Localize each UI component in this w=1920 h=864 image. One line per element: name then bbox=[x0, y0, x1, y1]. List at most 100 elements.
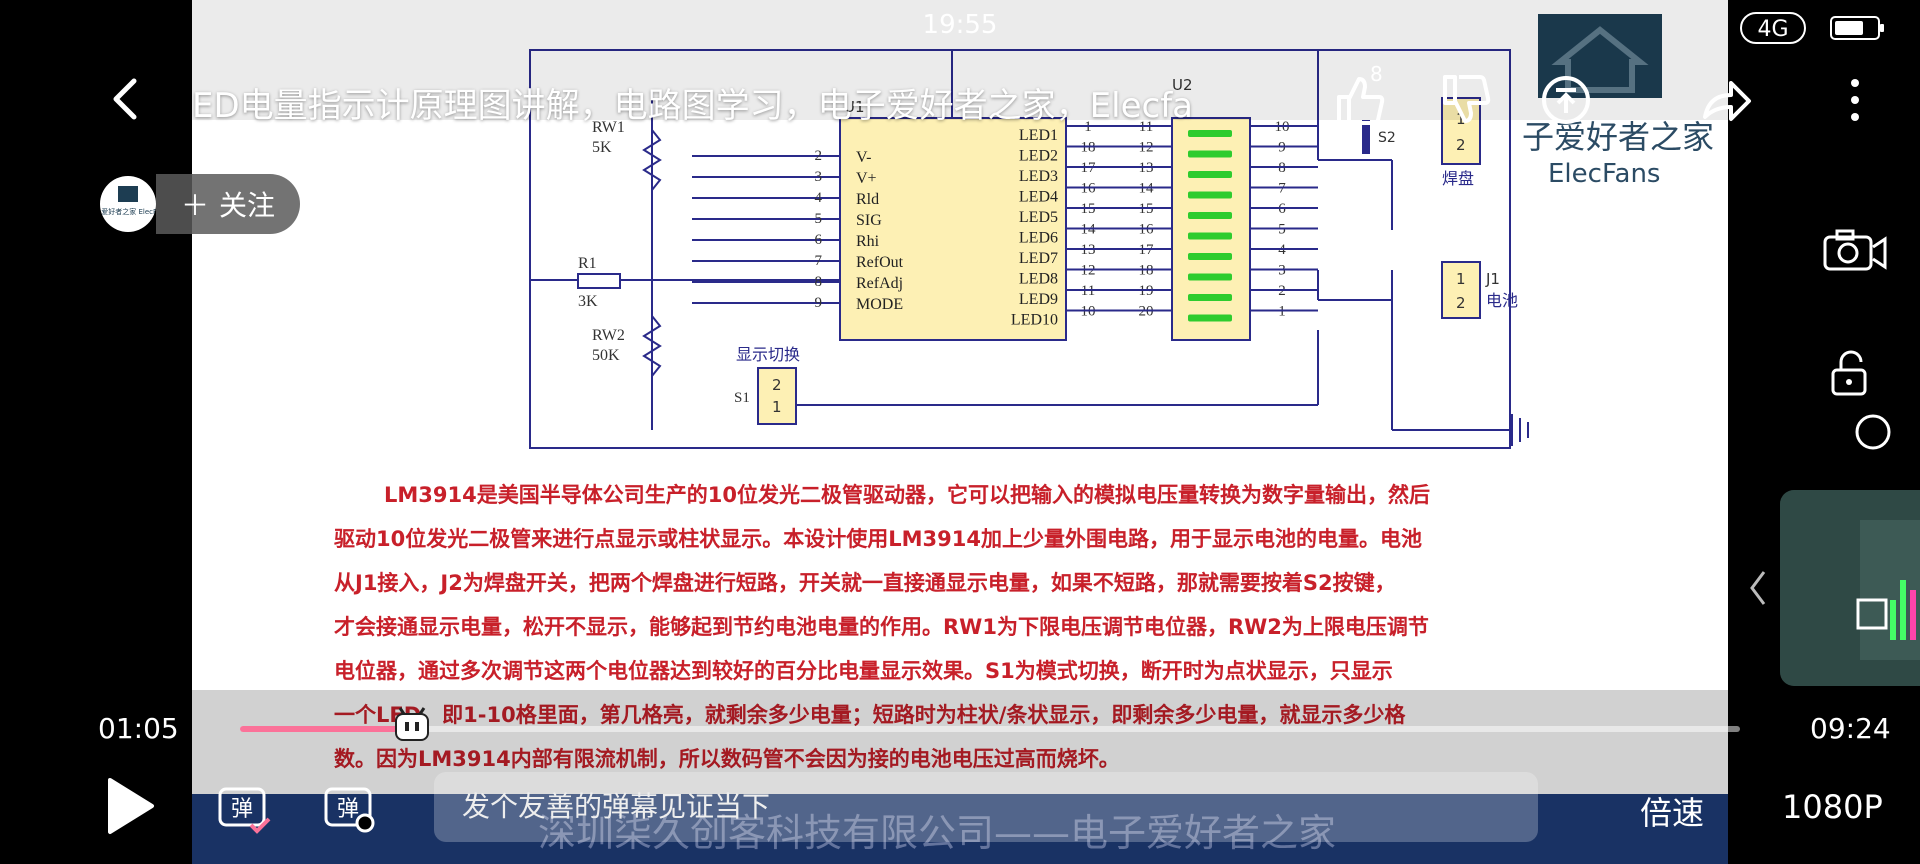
current-time: 01:05 bbox=[98, 712, 179, 745]
recommendation-thumbnail[interactable] bbox=[1780, 490, 1920, 686]
bar-led-segment bbox=[1188, 130, 1232, 137]
bar-led-segment bbox=[1188, 294, 1232, 301]
ic-pin-number: 3 bbox=[815, 169, 823, 185]
danmaku-settings-icon[interactable]: 弹 bbox=[322, 780, 378, 836]
battery-label: 电池 bbox=[1486, 291, 1518, 310]
network-indicator: 4G bbox=[1740, 12, 1806, 44]
ic-led-label: LED10 bbox=[1011, 312, 1058, 329]
bar-led-segment bbox=[1188, 212, 1232, 219]
ic-pin-number: 6 bbox=[815, 232, 823, 248]
ic-pin-name: SIG bbox=[856, 212, 882, 229]
bar-led-segment bbox=[1188, 232, 1232, 240]
caption-line: 电位器，通过多次调节这两个电位器达到较好的百分比电量显示效果。S1为模式切换，断… bbox=[334, 659, 1393, 683]
lock-icon[interactable] bbox=[1826, 348, 1872, 400]
video-title: ED电量指示计原理图讲解，电路图学习，电子爱好者之家，Elecfa bbox=[192, 86, 1194, 126]
progress-thumb-icon[interactable] bbox=[392, 706, 432, 744]
ic-pin-number: 8 bbox=[815, 274, 823, 290]
screenshot-icon[interactable] bbox=[1820, 224, 1890, 278]
caption-line: LM3914是美国半导体公司生产的10位发光二极管驱动器，它可以把输入的模拟电压… bbox=[384, 483, 1430, 507]
ic-led-label: LED7 bbox=[1019, 250, 1058, 267]
ground-icon bbox=[1511, 414, 1529, 446]
ic-led-label: LED6 bbox=[1019, 230, 1058, 247]
button-s2-label: S2 bbox=[1378, 130, 1396, 146]
r1-label: R1 bbox=[578, 255, 597, 272]
ic-label: U1 bbox=[844, 98, 865, 116]
play-icon[interactable] bbox=[100, 774, 160, 838]
r1-value: 3K bbox=[578, 293, 598, 310]
home-circle-icon[interactable] bbox=[1853, 412, 1893, 452]
battery-icon bbox=[1830, 16, 1884, 40]
battery-pin-1: 1 bbox=[1456, 270, 1466, 288]
display-label: U2 bbox=[1172, 76, 1193, 94]
follow-label: 关注 bbox=[219, 189, 276, 222]
rw1-label: RW1 bbox=[592, 119, 625, 136]
ic-led-label: LED3 bbox=[1019, 168, 1058, 185]
brand-en: ElecFans bbox=[1548, 159, 1660, 189]
battery-connector bbox=[1441, 261, 1481, 319]
danmaku-toggle-icon[interactable]: 弹 bbox=[216, 780, 272, 836]
uploader-avatar[interactable]: 电子爱好者之家 ElecFans bbox=[100, 176, 156, 232]
ic-pin-number: 5 bbox=[815, 211, 823, 227]
square-icon[interactable] bbox=[1853, 594, 1891, 634]
caption-line: 从J1接入，J2为焊盘开关，把两个焊盘进行短路，开关就一直接通显示电量，如果不短… bbox=[334, 571, 1396, 595]
bar-led-segment bbox=[1188, 253, 1232, 260]
ic-pin-number: 4 bbox=[815, 190, 823, 206]
like-count: 8 bbox=[1370, 62, 1383, 86]
caption-line: 一个LED，即1-10格里面，第几格亮，就剩余多少电量；短路时为柱状/条状显示，… bbox=[334, 703, 1406, 727]
ic-pin-name: Rhi bbox=[856, 233, 880, 250]
lm3914-ic bbox=[839, 117, 1067, 341]
progress-bar[interactable] bbox=[240, 726, 1740, 732]
ic-pin-name: RefOut bbox=[856, 254, 904, 271]
bar-led-segment bbox=[1188, 314, 1232, 322]
ic-led-label: LED5 bbox=[1019, 209, 1058, 226]
coin-icon[interactable] bbox=[1536, 70, 1596, 130]
ic-led-label: LED8 bbox=[1019, 271, 1058, 288]
chevron-left-icon[interactable] bbox=[1744, 566, 1772, 610]
rw2-value: 50K bbox=[592, 347, 620, 364]
danmaku-input[interactable]: 发个友善的弹幕见证当下 bbox=[434, 772, 1538, 842]
uploader-avatar-text: 电子爱好者之家 ElecFans bbox=[100, 207, 156, 216]
ic-pin-number: 2 bbox=[815, 148, 823, 164]
ic-pin-name: V+ bbox=[856, 170, 877, 187]
switch-s1 bbox=[757, 367, 797, 425]
bar-led-segment bbox=[1188, 171, 1232, 178]
speed-button[interactable]: 倍速 bbox=[1640, 794, 1705, 832]
rw1-value: 5K bbox=[592, 139, 612, 156]
ic-pin-name: MODE bbox=[856, 296, 903, 313]
danmaku-settings-label: 弹 bbox=[337, 797, 359, 822]
switch-pin-2: 2 bbox=[772, 376, 782, 394]
bar-led-segment bbox=[1188, 191, 1232, 199]
caption-line: 数。因为LM3914内部有限流机制，所以数码管不会因为接的电池电压过高而烧坏。 bbox=[334, 747, 1120, 771]
switch-caption: 显示切换 bbox=[736, 345, 800, 364]
ic-pin-number: 7 bbox=[815, 253, 823, 269]
more-icon[interactable] bbox=[1840, 74, 1870, 126]
ic-led-label: LED9 bbox=[1019, 291, 1058, 308]
ic-led-label: LED2 bbox=[1019, 148, 1058, 165]
footer-banner-text: 深圳柒久创客科技有限公司——电子爱好者之家 bbox=[538, 811, 1336, 855]
follow-button[interactable]: ＋ 关注 bbox=[156, 174, 300, 234]
share-icon[interactable] bbox=[1696, 70, 1756, 130]
status-time: 19:55 bbox=[922, 10, 998, 40]
like-icon[interactable] bbox=[1330, 70, 1390, 130]
button-s2 bbox=[1362, 120, 1370, 154]
quality-button[interactable]: 1080P bbox=[1782, 788, 1883, 826]
switch-name: S1 bbox=[734, 390, 750, 406]
battery-connector-name: J1 bbox=[1485, 270, 1500, 288]
back-icon[interactable] bbox=[100, 74, 150, 124]
ic-led-label: LED4 bbox=[1019, 189, 1058, 206]
bar-led-segment bbox=[1188, 273, 1232, 281]
brand-cn: 子爱好者之家 bbox=[1522, 118, 1714, 156]
rw2-label: RW2 bbox=[592, 327, 625, 344]
pad-pin-2: 2 bbox=[1456, 136, 1466, 154]
total-time: 09:24 bbox=[1810, 712, 1891, 745]
bar-led-segment bbox=[1188, 150, 1232, 158]
dislike-icon[interactable] bbox=[1436, 70, 1496, 130]
caption-line: 驱动10位发光二极管来进行点显示或柱状显示。本设计使用LM3914加上少量外围电… bbox=[334, 527, 1422, 551]
caption-line: 才会接通显示电量，松开不显示，能够起到节约电池电量的作用。RW1为下限电压调节电… bbox=[334, 615, 1429, 639]
ic-pin-name: Rld bbox=[856, 191, 879, 208]
pad-pin-1: 1 bbox=[1456, 110, 1466, 128]
switch-pin-1: 1 bbox=[772, 398, 782, 416]
plus-icon: ＋ bbox=[180, 189, 209, 222]
